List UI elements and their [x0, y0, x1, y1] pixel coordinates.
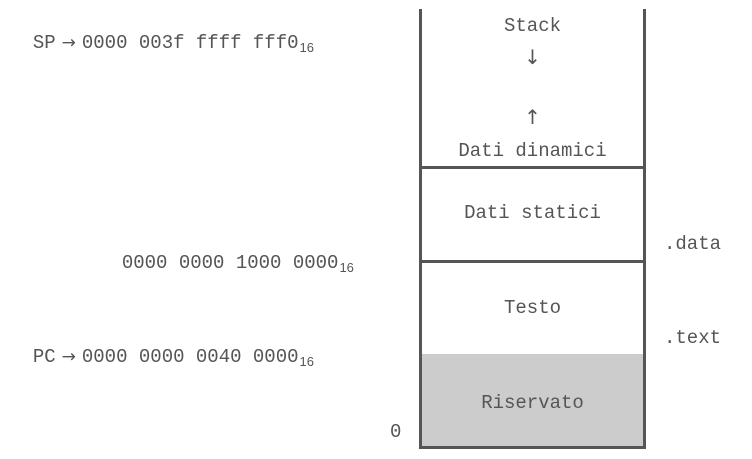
data-directive: .data — [664, 233, 722, 255]
segment-stack-label: Stack — [503, 15, 561, 37]
memory-right-wall — [643, 9, 646, 449]
pc-arrow-icon: → — [61, 347, 76, 367]
data-address: 0000 0000 1000 0000 — [121, 252, 339, 274]
segment-static-label: Dati statici — [464, 202, 601, 224]
text-directive: .text — [664, 327, 722, 349]
pc-register-name: PC — [32, 346, 56, 368]
divider-static-text — [419, 260, 646, 263]
segment-stack-dynamic: Stack ↓ ↑ Dati dinamici — [419, 9, 646, 167]
pc-address-base: 16 — [299, 354, 314, 369]
sp-address-base: 16 — [299, 40, 314, 55]
data-address-label: 0000 0000 1000 000016 — [99, 235, 354, 275]
segment-text: Testo — [419, 261, 646, 354]
zero-address-label: 0 — [390, 421, 402, 443]
sp-address: 0000 003f ffff fff0 — [81, 32, 299, 54]
memory-bottom-edge — [419, 446, 646, 449]
heap-up-arrow-icon: ↑ — [524, 105, 541, 129]
segment-static-data: Dati statici — [419, 167, 646, 261]
data-address-base: 16 — [339, 260, 354, 275]
segment-dynamic-label: Dati dinamici — [458, 140, 607, 162]
pc-address: 0000 0000 0040 0000 — [81, 346, 299, 368]
segment-reserved: Riservato — [419, 354, 646, 449]
memory-layout: Riservato Stack ↓ ↑ Dati dinamici Dati s… — [419, 9, 646, 449]
segment-reserved-label: Riservato — [481, 392, 584, 414]
divider-dynamic-static — [419, 166, 646, 169]
stack-down-arrow-icon: ↓ — [524, 45, 541, 69]
segment-text-label: Testo — [503, 297, 561, 319]
sp-arrow-icon: → — [61, 33, 76, 53]
memory-left-wall — [419, 9, 422, 449]
reserved-fill — [419, 354, 646, 449]
sp-register-name: SP — [32, 32, 56, 54]
sp-pointer-label: SP→0000 003f ffff fff016 — [10, 15, 314, 55]
pc-pointer-label: PC→0000 0000 0040 000016 — [10, 329, 314, 369]
